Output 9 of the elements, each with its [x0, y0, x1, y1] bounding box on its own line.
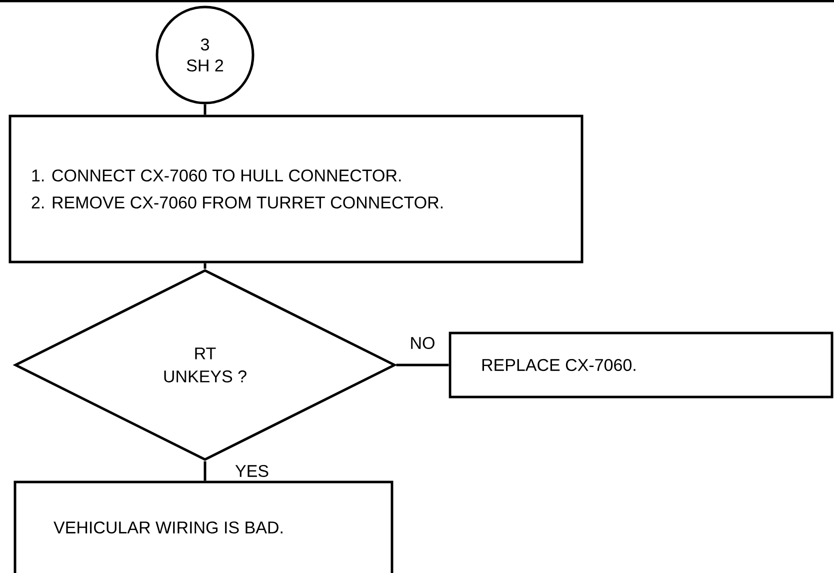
connector-line: [204, 104, 206, 115]
process-box: 1. CONNECT CX-7060 TO HULL CONNECTOR. 2. REMOVE CX-7060 FROM TURRET CONNECTOR.: [8, 114, 584, 264]
connector-line: [396, 364, 449, 366]
edge-label: NO: [408, 336, 436, 350]
connector-line: [204, 461, 206, 481]
edge-label: YES: [234, 464, 270, 478]
process-box: VEHICULAR WIRING IS BAD.: [14, 480, 394, 573]
process-box: REPLACE CX-7060.: [448, 332, 834, 398]
connector-line: [204, 263, 206, 269]
